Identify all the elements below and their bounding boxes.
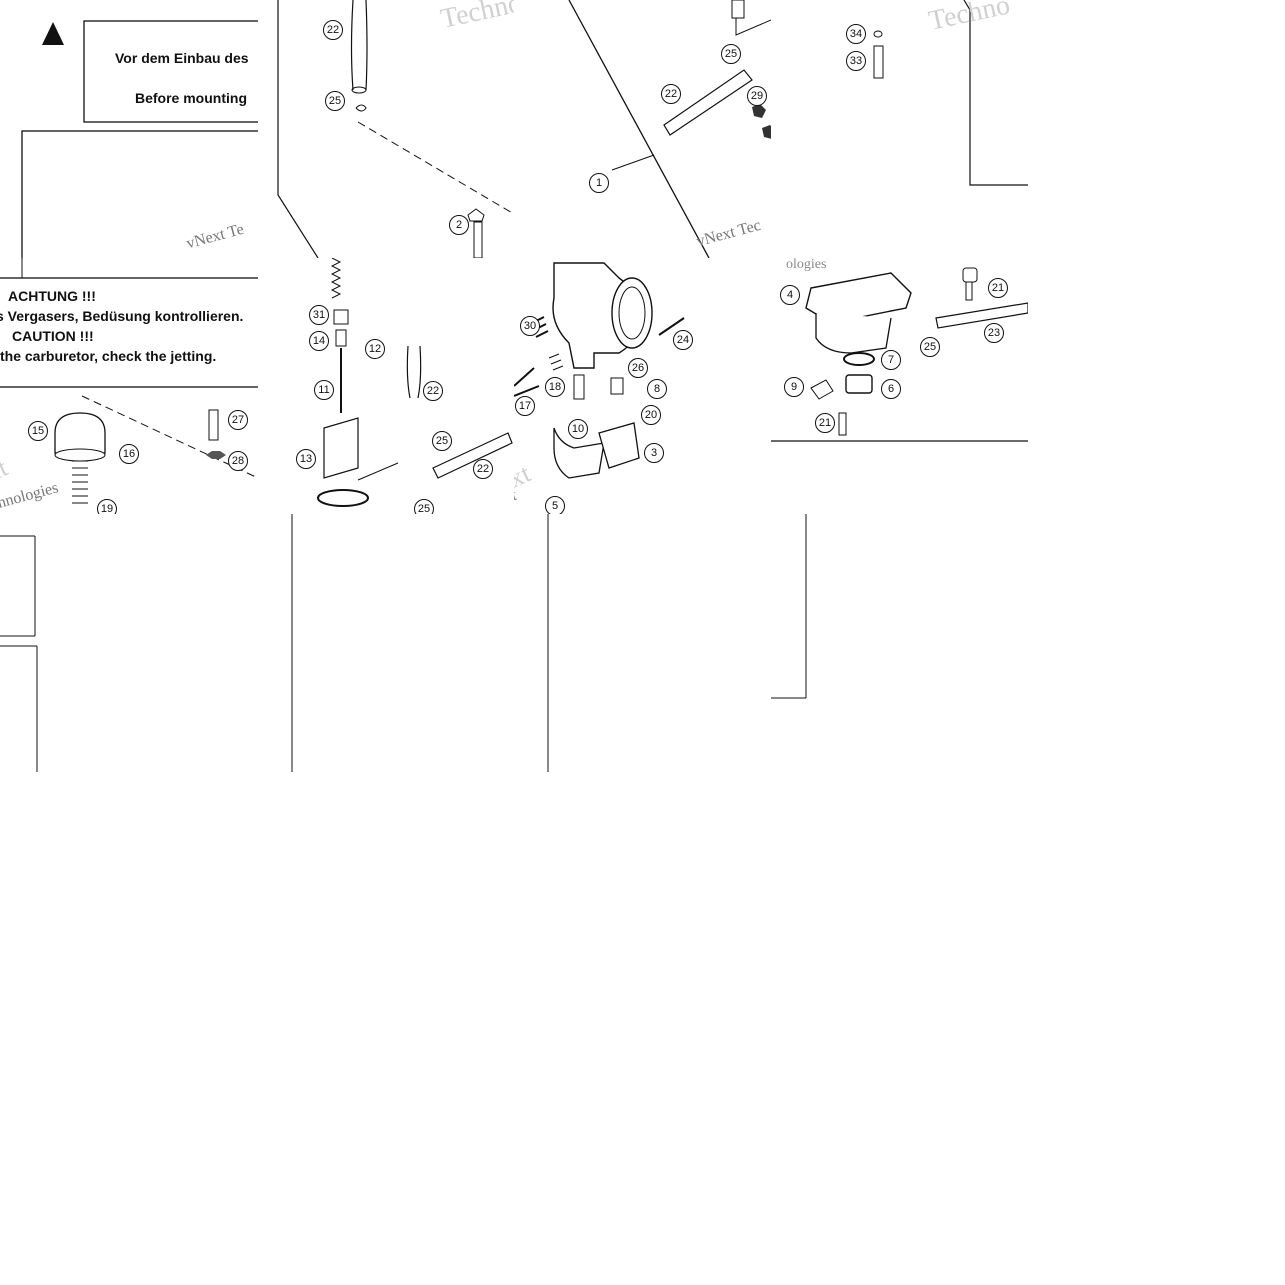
callout: 6: [881, 379, 901, 399]
callout: 25: [325, 91, 345, 111]
callout: 5: [545, 496, 565, 514]
callout: 22: [323, 20, 343, 40]
callout: 18: [545, 377, 565, 397]
callout: 10: [568, 419, 588, 439]
callout: 33: [846, 51, 866, 71]
watermark: Techno: [926, 0, 1013, 37]
tile-7-drawing: ologies: [771, 258, 1028, 442]
callout: 31: [309, 305, 329, 325]
callout: 17: [515, 396, 535, 416]
callout: 3: [644, 443, 664, 463]
callout: 22: [661, 84, 681, 104]
warning-text-de: Vor dem Einbau des: [115, 50, 249, 66]
callout: 16: [119, 444, 139, 464]
tile-3b-drawing: Techno: [873, 0, 1028, 186]
border-fragment-left: [0, 514, 258, 772]
warning-tile-drawing: [21, 20, 258, 258]
exploded-view-tile-7: ologies 4 21 23 25 7 9 6 21: [771, 258, 1028, 514]
exploded-view-tile-3: 25 22 29 1 vNext Tec: [514, 0, 771, 258]
tile-5-drawing: [317, 258, 513, 507]
callout: 1: [589, 173, 609, 193]
caution-title-de: ACHTUNG !!!: [8, 288, 96, 304]
callout: 12: [365, 339, 385, 359]
border-fragment-right: [514, 514, 808, 772]
callout: 34: [846, 24, 866, 44]
callout: 14: [309, 331, 329, 351]
callout: 19: [97, 499, 117, 514]
svg-text:xt: xt: [514, 458, 536, 493]
tile-3-drawing: [568, 0, 771, 258]
callout: 26: [628, 358, 648, 378]
callout: 23: [984, 323, 1004, 343]
callout: 29: [747, 86, 767, 106]
callout: 24: [673, 330, 693, 350]
callout: 20: [641, 405, 661, 425]
callout: 9: [784, 377, 804, 397]
callout: 25: [414, 499, 434, 514]
svg-text:ologies: ologies: [786, 258, 826, 272]
callout: 25: [920, 337, 940, 357]
border-mid-drawing: [291, 514, 293, 772]
callout: 21: [988, 278, 1008, 298]
callout: 25: [432, 431, 452, 451]
exploded-view-tile-5: 31 14 12 11 13 22 25 22 25: [258, 258, 514, 514]
callout: 21: [815, 413, 835, 433]
watermark: Techno: [438, 0, 514, 35]
callout: 8: [647, 379, 667, 399]
svg-text:xt: xt: [0, 453, 13, 488]
callout: 28: [228, 451, 248, 471]
exploded-view-tile-6: xt 30 24 26 8 18 17 10 20 3 5 xt: [514, 258, 771, 514]
callout: 30: [520, 316, 540, 336]
callout: 22: [423, 381, 443, 401]
caution-text-en: the carburetor, check the jetting.: [0, 348, 217, 364]
warning-text-en: Before mounting: [135, 90, 247, 106]
warning-triangle-icon: [42, 22, 64, 45]
exploded-view-tile-2: Techno 22 25 2: [258, 0, 514, 258]
border-right-drawing: [547, 514, 807, 772]
callout: 22: [473, 459, 493, 479]
exploded-view-tile-4: xt ACHTUNG !!! s Vergasers, Bedüsung kon…: [0, 258, 258, 514]
callout: 15: [28, 421, 48, 441]
warning-tile: Vor dem Einbau des Before mounting vNext…: [0, 0, 258, 258]
caution-title-en: CAUTION !!!: [12, 328, 94, 344]
border-fragment-mid: [258, 514, 514, 772]
tile-6-drawing: xt: [514, 262, 685, 493]
caution-text-de: s Vergasers, Bedüsung kontrollieren.: [0, 308, 244, 324]
exploded-view-tile-3b: Techno 34 33: [771, 0, 1028, 258]
callout: 4: [780, 285, 800, 305]
callout: 11: [314, 380, 334, 400]
callout: 25: [721, 44, 741, 64]
tile-2-drawing: Techno: [277, 0, 514, 258]
callout: 27: [228, 410, 248, 430]
border-left-drawing: [0, 535, 38, 772]
callout: 2: [449, 215, 469, 235]
callout: 7: [881, 350, 901, 370]
callout: 13: [296, 449, 316, 469]
